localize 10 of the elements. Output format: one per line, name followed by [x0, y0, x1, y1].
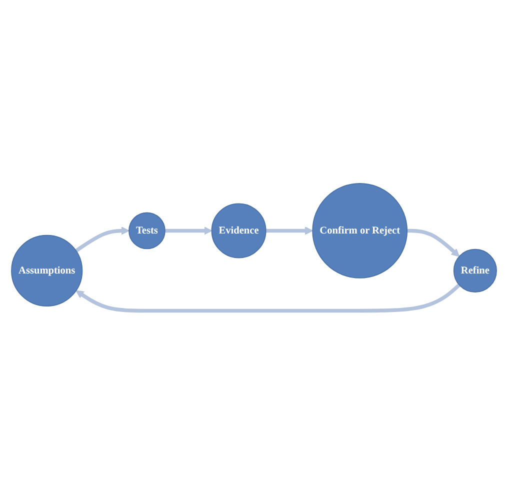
arrow — [164, 227, 212, 236]
node-circle: Refine — [452, 249, 496, 293]
arrow — [75, 284, 460, 313]
node-circle: Assumptions — [10, 235, 82, 307]
arrow — [406, 229, 460, 258]
node-circle: Evidence — [210, 204, 266, 259]
arrow — [265, 227, 312, 236]
node-circle: Confirm or Reject — [312, 183, 408, 279]
arrow — [74, 227, 129, 253]
node-circle: Tests — [128, 212, 165, 250]
